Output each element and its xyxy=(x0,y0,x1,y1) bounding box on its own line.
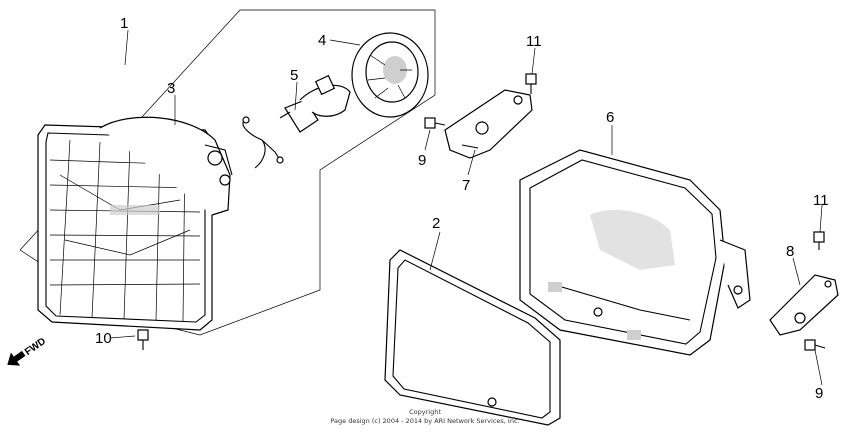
bolt-upper-left xyxy=(424,117,446,129)
callout-3: 3 xyxy=(167,80,175,97)
callout-8: 8 xyxy=(786,243,794,260)
callout-9-upper: 9 xyxy=(418,152,426,169)
bolt-right-upper xyxy=(813,231,825,250)
callout-5: 5 xyxy=(290,67,298,84)
leader-lines xyxy=(109,29,823,386)
fwd-label: FWD xyxy=(23,336,48,358)
bolt-lower-left xyxy=(137,329,149,350)
fwd-direction-indicator: FWD xyxy=(7,336,48,366)
callout-11-upper: 11 xyxy=(526,33,542,50)
bolt-upper-right xyxy=(525,73,537,94)
socket-cover xyxy=(351,32,429,118)
callout-11-lower: 11 xyxy=(813,192,829,209)
callout-6: 6 xyxy=(606,109,614,126)
callout-1: 1 xyxy=(120,15,128,32)
fwd-arrow-icon xyxy=(7,350,26,366)
bulb xyxy=(279,74,351,133)
bolt-right-lower xyxy=(804,339,826,351)
headlight-unit xyxy=(37,116,233,331)
callout-2: 2 xyxy=(432,215,440,232)
bracket-lower xyxy=(769,274,839,336)
callout-4: 4 xyxy=(318,32,326,49)
callout-10: 10 xyxy=(95,330,112,347)
wire-lead xyxy=(242,119,281,169)
bracket-upper xyxy=(444,89,533,159)
copyright-line-2: Page design (c) 2004 - 2014 by ARI Netwo… xyxy=(330,417,519,425)
rim-ring xyxy=(384,249,561,426)
callout-7: 7 xyxy=(462,177,470,194)
headlight-case xyxy=(519,149,751,356)
callout-9-lower: 9 xyxy=(815,385,823,402)
copyright-line-1: Copyright xyxy=(409,408,441,416)
